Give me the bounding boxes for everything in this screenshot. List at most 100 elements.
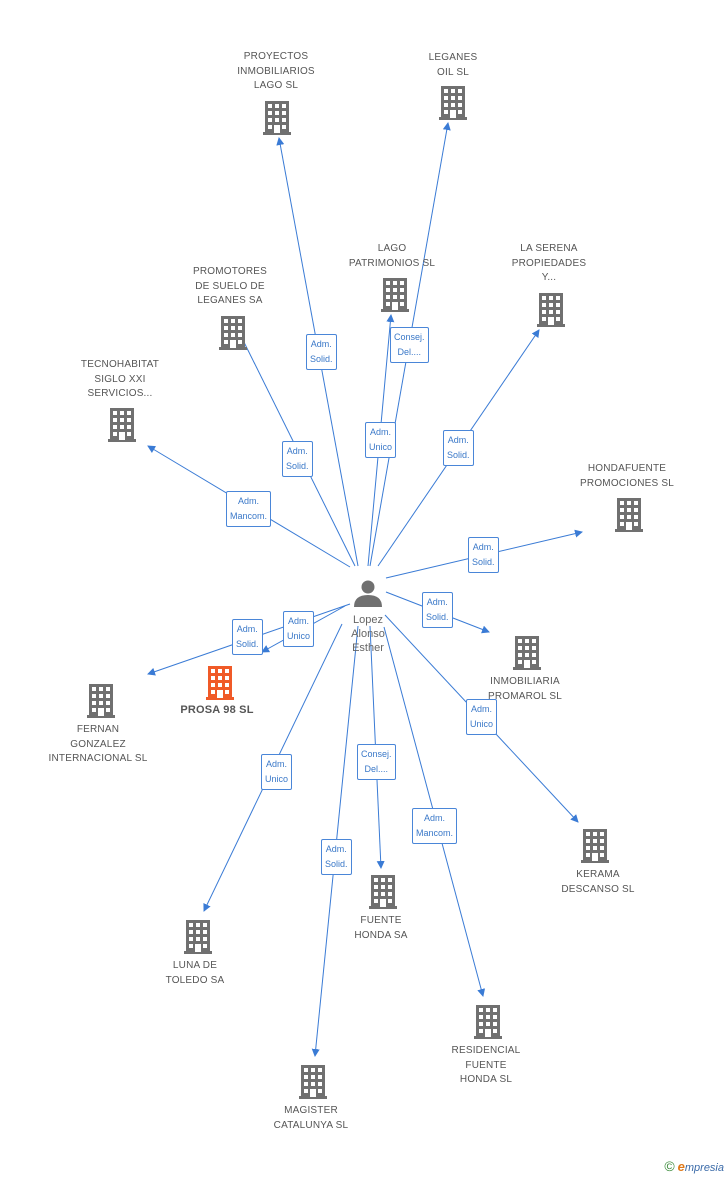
company-label-line: LEGANES bbox=[428, 52, 478, 63]
role-badge-tecnohabitat[interactable]: Adm. Mancom. bbox=[226, 491, 272, 527]
role-badge-proyectos[interactable]: Adm.Solid. bbox=[306, 334, 337, 370]
building-icon[interactable] bbox=[184, 920, 212, 954]
role-badge-luna[interactable]: Adm. Unico bbox=[261, 754, 293, 790]
company-label-leganes-oil[interactable]: LEGANES OIL SL bbox=[378, 51, 528, 80]
role-badge-promarol[interactable]: Adm.Solid. bbox=[422, 592, 453, 628]
role-badge-line: Del.... bbox=[397, 347, 422, 357]
role-badge-line: Adm. bbox=[266, 759, 288, 769]
building-icon[interactable] bbox=[219, 316, 247, 350]
role-badge-leganes-oil[interactable]: Consej. Del.... bbox=[390, 327, 429, 363]
building-icon[interactable] bbox=[581, 829, 609, 863]
role-badge-line: Mancom. bbox=[230, 511, 268, 521]
company-label-residencial[interactable]: RESIDENCIAL FUENTE HONDA SL bbox=[411, 1044, 561, 1088]
company-label-luna[interactable]: LUNA DE TOLEDO SA bbox=[120, 959, 270, 988]
role-badge-lago[interactable]: Adm.Unico bbox=[365, 422, 397, 458]
role-badge-line: Consej. bbox=[361, 749, 392, 759]
company-label-line: OIL SL bbox=[437, 66, 469, 78]
company-label-line: LEGANES SA bbox=[197, 295, 263, 306]
company-label-line: INMOBILIARIA bbox=[490, 676, 560, 687]
company-label-promotores[interactable]: PROMOTORES DE SUELO DE LEGANES SA bbox=[155, 265, 305, 309]
person-icon[interactable] bbox=[354, 580, 382, 608]
company-label-line: SIGLO XXI bbox=[94, 373, 146, 385]
role-badge-line: Unico bbox=[265, 774, 289, 784]
company-label-line: PROPIEDADES bbox=[511, 257, 587, 269]
building-icon[interactable] bbox=[513, 636, 541, 670]
person-name-line: Esther bbox=[352, 642, 384, 654]
role-badge-line: Adm. bbox=[447, 435, 469, 445]
company-label-line: DE SUELO DE bbox=[195, 280, 265, 292]
company-label-line: KERAMA bbox=[576, 869, 620, 880]
role-badge-promotores[interactable]: Adm. Solid. bbox=[282, 441, 313, 477]
building-icon[interactable] bbox=[87, 684, 115, 718]
building-icon[interactable] bbox=[263, 101, 291, 135]
company-label-line: FUENTE bbox=[465, 1059, 507, 1071]
company-label-line: LUNA DE bbox=[172, 960, 218, 971]
role-badge-prosa[interactable]: Adm. Unico bbox=[283, 611, 315, 647]
role-badge-line: Solid. bbox=[472, 557, 495, 567]
role-badge-line: Adm. bbox=[325, 844, 347, 854]
company-label-line: FUENTE bbox=[360, 915, 402, 926]
company-label-line: DESCANSO SL bbox=[561, 883, 635, 895]
building-icon[interactable] bbox=[381, 278, 409, 312]
empresia-logo[interactable]: ©empresia bbox=[664, 1158, 724, 1174]
role-badge-kerama[interactable]: Adm.Unico bbox=[466, 699, 498, 735]
role-badge-line: Consej. bbox=[394, 332, 425, 342]
building-icon[interactable] bbox=[369, 875, 397, 909]
company-label-line: Y... bbox=[541, 272, 557, 283]
role-badge-fuente-honda[interactable]: Consej. Del.... bbox=[357, 744, 396, 780]
role-badge-line: Adm. bbox=[424, 813, 446, 823]
role-badge-magister[interactable]: Adm. Solid. bbox=[321, 839, 352, 875]
company-label-line: RESIDENCIAL bbox=[451, 1045, 521, 1056]
company-label-line: PROYECTOS bbox=[243, 51, 309, 62]
building-icon[interactable] bbox=[299, 1065, 327, 1099]
role-badge-serena[interactable]: Adm. Solid. bbox=[443, 430, 474, 466]
company-label-line: TOLEDO SA bbox=[165, 974, 225, 986]
company-label-line: GONZALEZ bbox=[70, 738, 126, 750]
person-name-line: Alonso bbox=[351, 628, 385, 640]
role-badge-line: Adm. bbox=[238, 496, 260, 506]
role-badge-line: Adm. bbox=[310, 339, 332, 349]
role-badge-residencial[interactable]: Adm. Mancom. bbox=[412, 808, 458, 844]
copyright-symbol: © bbox=[664, 1158, 675, 1174]
company-label-prosa[interactable]: PROSA 98 SL bbox=[142, 703, 292, 718]
building-icon[interactable] bbox=[206, 666, 234, 700]
role-badge-line: Solid. bbox=[286, 461, 309, 471]
building-icon[interactable] bbox=[439, 86, 467, 120]
building-icon[interactable] bbox=[537, 293, 565, 327]
role-badge-line: Unico bbox=[287, 631, 311, 641]
company-label-line: PROMOTORES bbox=[192, 266, 268, 277]
company-label-line: LAGO SL bbox=[253, 80, 299, 91]
role-badge-hondafuente[interactable]: Adm.Solid. bbox=[468, 537, 499, 573]
role-badge-line: Del.... bbox=[364, 764, 389, 774]
role-badge-line: Solid. bbox=[325, 859, 348, 869]
logo-text: mpresia bbox=[684, 1162, 724, 1174]
building-icon[interactable] bbox=[474, 1005, 502, 1039]
company-label-line: LA SERENA bbox=[520, 243, 578, 254]
role-badge-line: Unico bbox=[369, 442, 393, 452]
role-badge-line: Adm. bbox=[288, 616, 310, 626]
company-label-proyectos[interactable]: PROYECTOS INMOBILIARIOS LAGO SL bbox=[201, 50, 351, 94]
role-badge-line: Solid. bbox=[447, 450, 470, 460]
company-label-line: FERNAN bbox=[76, 724, 120, 735]
company-label-line: INMOBILIARIOS bbox=[237, 65, 315, 77]
person-name-line: Lopez bbox=[353, 614, 383, 626]
company-label-serena[interactable]: LA SERENA PROPIEDADES Y... bbox=[474, 242, 624, 286]
company-label-line: HONDA SL bbox=[459, 1074, 513, 1085]
role-badge-line: Adm. bbox=[286, 446, 308, 456]
role-badge-fernan[interactable]: Adm.Solid. bbox=[232, 619, 263, 655]
building-icon[interactable] bbox=[108, 408, 136, 442]
building-icon[interactable] bbox=[615, 498, 643, 532]
company-label-kerama[interactable]: KERAMA DESCANSO SL bbox=[523, 868, 673, 897]
company-label-line: LAGO bbox=[377, 243, 407, 254]
role-badge-line: Mancom. bbox=[416, 828, 454, 838]
logo-e: e bbox=[677, 1159, 685, 1174]
